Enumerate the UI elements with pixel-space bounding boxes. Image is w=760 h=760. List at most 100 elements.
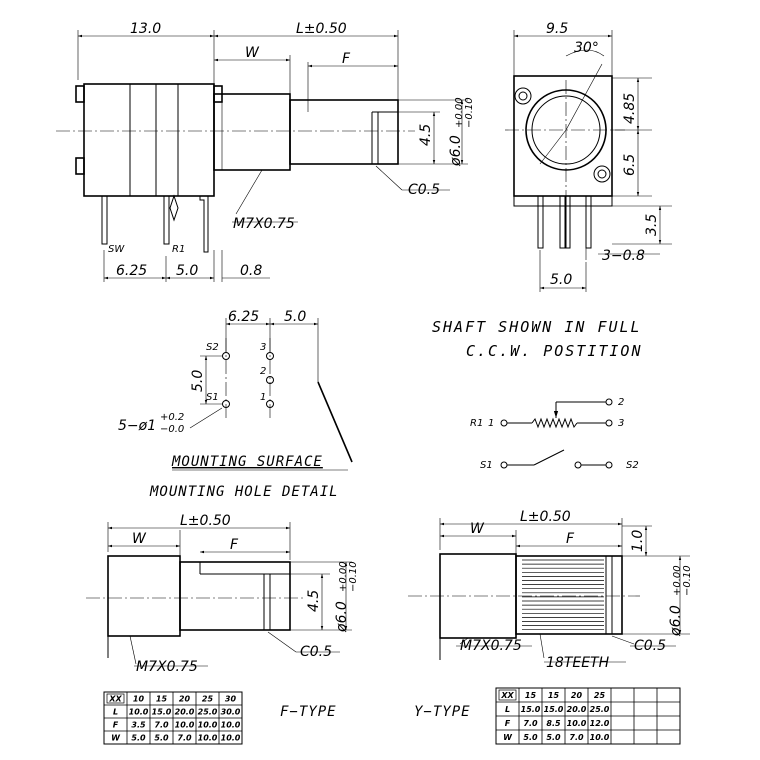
table-cell: 15.0 — [521, 705, 541, 714]
table-cell: 10.0 — [198, 721, 218, 730]
f-dim-dia-tol-minus: −0.10 — [348, 561, 359, 592]
pin-sw — [101, 195, 108, 245]
table-cell: 25.0 — [590, 705, 610, 714]
f-dim-flat: 4.5 — [306, 590, 322, 612]
table-cell: 8.5 — [546, 719, 561, 728]
hole-dim-50-v: 5.0 — [190, 370, 206, 392]
pin-r1 — [163, 195, 170, 245]
schem-t1: 1 — [488, 418, 494, 429]
y-thread: M7X0.75 — [460, 638, 522, 654]
y-dim-dia-tol-plus: +0.00 — [672, 565, 683, 596]
hole-dim-625: 6.25 — [228, 309, 259, 325]
schem-resistor — [531, 417, 578, 429]
shaft-note: SHAFT SHOWN IN FULL C.C.W. POSTITION — [432, 318, 643, 360]
y-dim-length: L±0.50 — [520, 509, 571, 525]
hole-tol-plus: +0.2 — [160, 412, 184, 423]
table-cell: 3.5 — [131, 721, 146, 730]
mounting-surface-line — [317, 381, 353, 463]
f-chamfer: C0.5 — [300, 644, 332, 660]
table-cell: 7.0 — [177, 734, 192, 743]
y-dim-dia: ø6.0 — [668, 605, 684, 637]
y-teeth: 18TEETH — [546, 655, 610, 671]
table-header-cell: 20 — [179, 695, 191, 704]
y-type-label: Y−TYPE — [414, 704, 471, 720]
table-header-cell: XX — [500, 691, 514, 700]
schem-t2: 2 — [618, 397, 624, 408]
schem-switch-blade — [533, 449, 565, 466]
table-header-cell: 15 — [548, 691, 560, 700]
hole-1-label: 1 — [260, 392, 266, 403]
table-cell: 10.0 — [221, 721, 241, 730]
y-dim-10: 1.0 — [630, 530, 646, 552]
hole-2-label: 2 — [260, 366, 266, 377]
f-dim-dia: ø6.0 — [334, 601, 350, 633]
dim-625-label: 6.25 — [116, 263, 147, 279]
table-cell: 5.0 — [546, 733, 561, 742]
table-cell: 10.0 — [221, 734, 241, 743]
schem-switch-s1 — [500, 461, 508, 469]
f-dim-dia-tol-plus: +0.00 — [338, 561, 349, 592]
note-line1: SHAFT SHOWN IN FULL — [432, 318, 642, 336]
table-header-cell: 15 — [156, 695, 168, 704]
front-pin-left — [537, 195, 544, 249]
front-view: 9.5 30° 4.85 6.5 3.5 3−0.8 — [505, 21, 672, 292]
table-cell: 12.0 — [590, 719, 610, 728]
schem-s1: S1 — [480, 460, 493, 471]
front-angle: 30° — [574, 40, 599, 56]
table-cell: 15.0 — [544, 705, 564, 714]
schem-t3: 3 — [618, 418, 624, 429]
table-header-cell: 20 — [571, 691, 583, 700]
f-dim-w: W — [132, 531, 147, 547]
dim-body-label: 13.0 — [130, 21, 161, 37]
pin-sw-label: SW — [108, 244, 125, 255]
table-cell: 5.0 — [523, 733, 538, 742]
note-line2: C.C.W. POSTITION — [466, 342, 643, 360]
y-knurl — [522, 559, 604, 631]
table-cell: L — [113, 708, 118, 717]
table-cell: L — [505, 705, 510, 714]
schematic: R1 1 3 2 S1 S2 — [470, 397, 639, 471]
table-cell: F — [113, 721, 119, 730]
table-cell: W — [111, 734, 121, 743]
mounting-hole-title: MOUNTING HOLE DETAIL — [149, 484, 339, 500]
table-header-cell: 15 — [525, 691, 537, 700]
front-pin-mid — [559, 195, 566, 249]
schem-terminal-2 — [605, 398, 613, 406]
hole-3-label: 3 — [260, 342, 266, 353]
front-dim-35: 3.5 — [644, 214, 660, 236]
chamfer-label: C0.5 — [408, 182, 440, 198]
table-cell: 10.0 — [198, 734, 218, 743]
front-dim-65: 6.5 — [622, 154, 638, 176]
thread-label: M7X0.75 — [233, 216, 295, 232]
dim-f-label: F — [342, 51, 351, 67]
y-dim-dia-tol-minus: −0.10 — [682, 565, 693, 596]
table-cell: W — [503, 733, 513, 742]
table-header-cell: 25 — [594, 691, 606, 700]
hole-dim-50: 5.0 — [284, 309, 306, 325]
table-cell: F — [505, 719, 511, 728]
table-header-cell: 25 — [202, 695, 214, 704]
table-cell: 7.0 — [523, 719, 538, 728]
hole-s1-label: S1 — [206, 392, 219, 403]
front-pin-right — [585, 195, 592, 249]
table-cell: 15.0 — [152, 708, 172, 717]
dim-dia-label: ø6.0 — [448, 135, 464, 167]
front-dim-485: 4.85 — [622, 93, 638, 124]
schem-r1: R1 — [470, 418, 483, 429]
y-type-view: L±0.50 W F 1.0 ø6.0 +0.00 −0.10 C0.5 M7X… — [408, 509, 693, 720]
schem-switch-s2 — [605, 461, 613, 469]
dim-50-label: 5.0 — [176, 263, 198, 279]
dim-dia-tol-minus: −0.10 — [464, 97, 475, 128]
dim-flat-label: 4.5 — [418, 124, 434, 146]
y-shaft — [515, 555, 623, 635]
hole-callout: 5−ø1 — [118, 418, 156, 434]
y-dim-f: F — [566, 531, 575, 547]
f-bushing — [107, 555, 181, 637]
mounting-surface-label: MOUNTING SURFACE — [171, 454, 323, 470]
f-type-label: F−TYPE — [280, 704, 337, 720]
table-cell: 20.0 — [175, 708, 195, 717]
table-cell: 10.0 — [590, 733, 610, 742]
hole-3 — [266, 352, 274, 360]
